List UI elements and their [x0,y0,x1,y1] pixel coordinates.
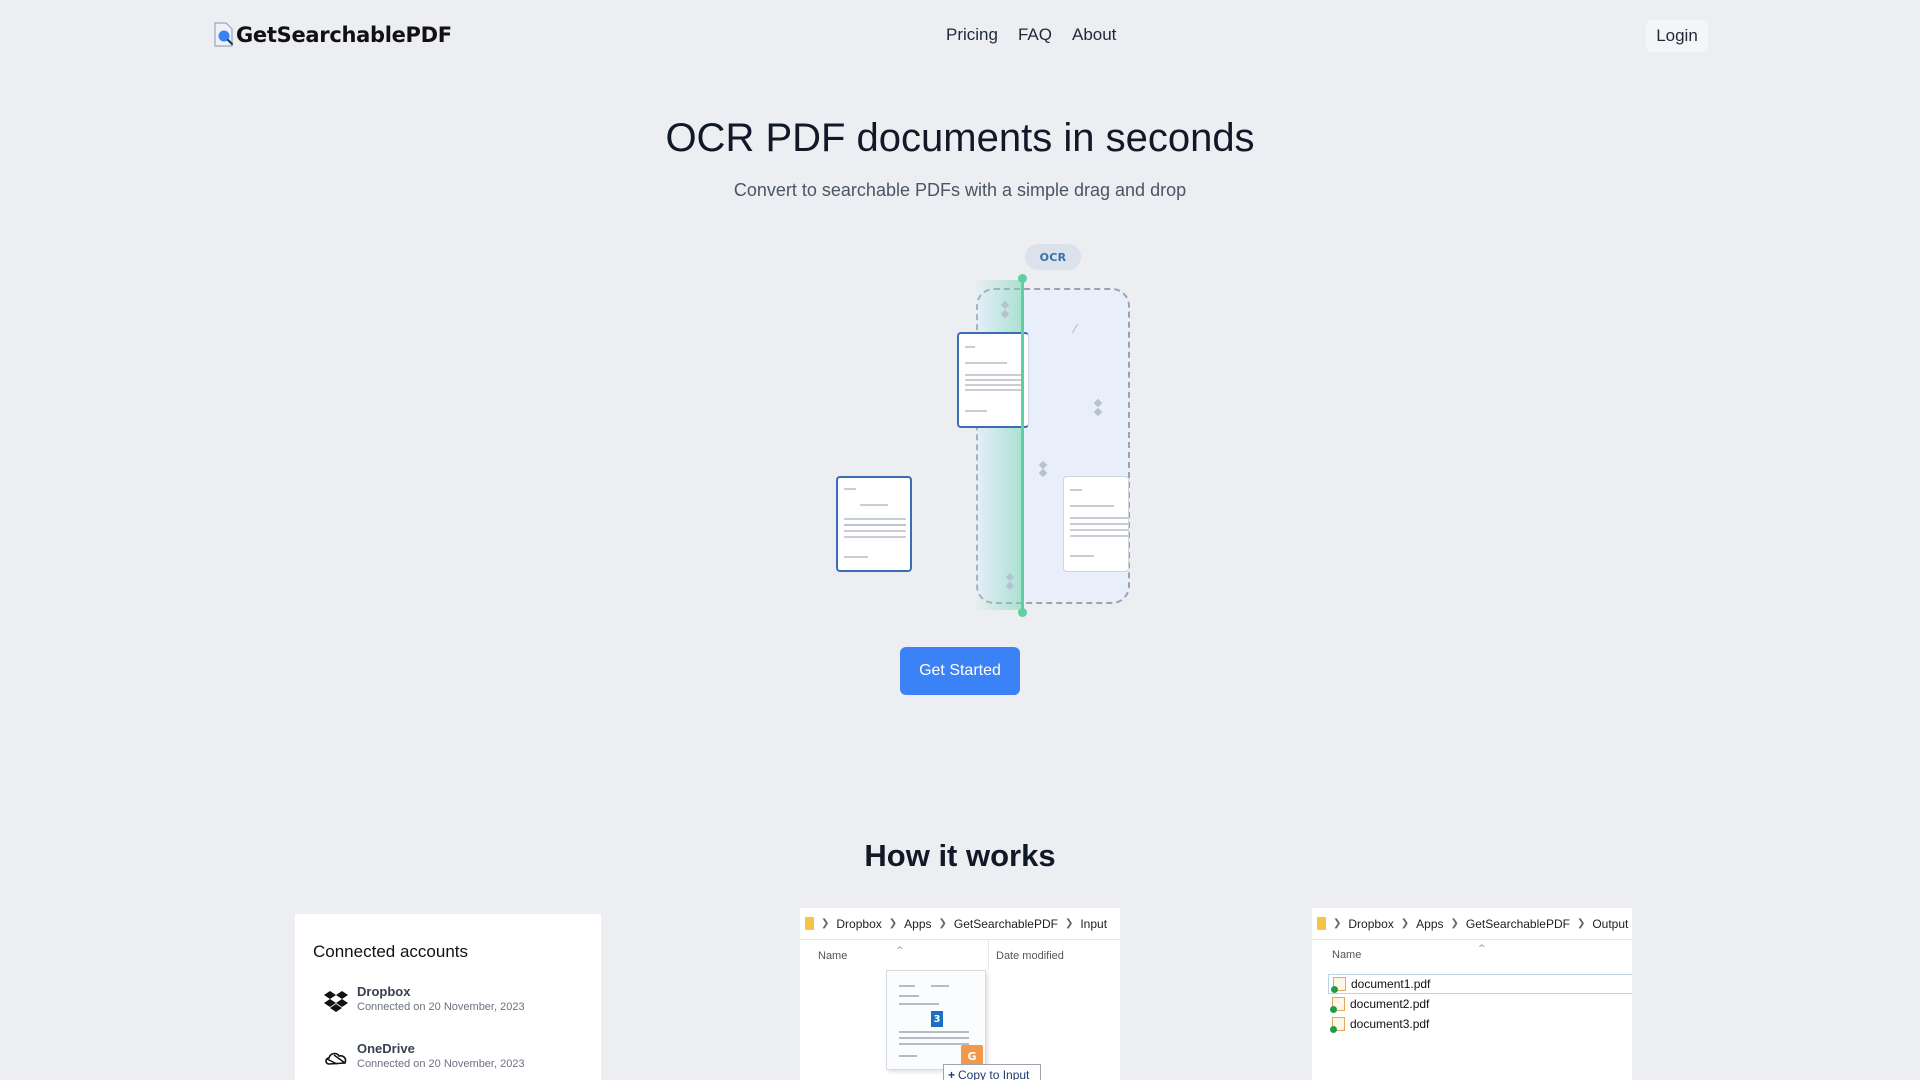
input-document-icon [836,476,912,572]
dropbox-icon [323,988,349,1014]
scan-line [1021,278,1024,614]
account-name: OneDrive [357,1041,415,1056]
drag-count-badge: 3 [931,1011,943,1027]
column-header-date[interactable]: Date modified [996,950,1064,962]
tooltip-text: Copy to Input [958,1068,1030,1080]
folder-icon [1317,917,1326,930]
file-name: document3.pdf [1350,1017,1430,1031]
input-folder-card: ❯ Dropbox ❯ Apps ❯ GetSearchablePDF ❯ In… [800,908,1120,1080]
ocr-badge: OCR [1025,244,1081,270]
chevron-right-icon: ❯ [1333,918,1342,929]
hero-title: OCR PDF documents in seconds [665,116,1255,160]
breadcrumb-item[interactable]: Input [1080,916,1108,931]
plus-icon: + [948,1068,956,1080]
pdf-file-icon: G [961,1045,983,1067]
scan-glow [976,280,1022,610]
dragged-pdf-thumbnail[interactable]: 3 G [886,970,986,1070]
chevron-right-icon: ❯ [821,918,830,929]
column-divider [988,940,989,970]
file-row[interactable]: document2.pdf [1328,994,1632,1014]
brand-logo[interactable]: GetSearchablePDF [212,22,452,48]
site-header: GetSearchablePDF Pricing FAQ About Login [0,0,1920,72]
copy-to-input-tooltip: + Copy to Input [943,1064,1041,1080]
chevron-right-icon: ❯ [938,918,947,929]
pdf-synced-icon [1330,997,1345,1013]
connected-accounts-card: Connected accounts Dropbox Connected on … [295,914,601,1080]
breadcrumb-item[interactable]: GetSearchablePDF [1465,916,1570,931]
how-it-works-title: How it works [864,838,1056,873]
main-nav: Pricing FAQ About [946,25,1116,45]
ocr-illustration: OCR ⁄ [740,240,1140,620]
breadcrumb: ❯ Dropbox ❯ Apps ❯ GetSearchablePDF ❯ Ou… [1312,908,1632,940]
file-row[interactable]: document1.pdf [1328,974,1632,994]
breadcrumb-item[interactable]: GetSearchablePDF [953,916,1058,931]
brand-name: GetSearchablePDF [236,23,452,47]
output-folder-card: ❯ Dropbox ❯ Apps ❯ GetSearchablePDF ❯ Ou… [1312,908,1632,1080]
file-name: document2.pdf [1350,997,1430,1011]
scan-handle-top [1018,274,1027,283]
get-started-button[interactable]: Get Started [900,647,1020,695]
percent-sparkle-icon: ⁄ [1074,322,1077,336]
folder-icon [805,917,814,930]
chevron-right-icon: ❯ [1400,918,1410,929]
file-name: document1.pdf [1351,977,1431,991]
breadcrumb-item[interactable]: Dropbox [836,916,882,931]
nav-about[interactable]: About [1071,25,1117,44]
file-row[interactable]: document3.pdf [1328,1014,1632,1034]
pdf-synced-icon [1330,1017,1345,1033]
chevron-right-icon: ❯ [1450,918,1459,929]
column-header-name[interactable]: Name [818,950,848,962]
breadcrumb-item[interactable]: Apps [904,916,932,931]
account-item-onedrive[interactable]: OneDrive Connected on 20 November, 2023 [323,1041,525,1071]
chevron-right-icon: ❯ [888,918,898,929]
scanning-document-icon [957,332,1029,428]
chevron-right-icon: ❯ [1576,918,1586,929]
login-button[interactable]: Login [1646,20,1708,52]
hero-subtitle: Convert to searchable PDFs with a simple… [733,180,1187,200]
column-header-name[interactable]: Name [1332,949,1362,961]
breadcrumb: ❯ Dropbox ❯ Apps ❯ GetSearchablePDF ❯ In… [800,908,1120,940]
scan-handle-bottom [1018,608,1027,617]
breadcrumb-item[interactable]: Output [1592,916,1629,931]
chevron-right-icon: ❯ [1064,918,1074,929]
onedrive-icon [323,1045,349,1071]
sort-caret-icon: ^ [1478,944,1486,954]
account-status: Connected on 20 November, 2023 [357,1058,525,1070]
account-item-dropbox[interactable]: Dropbox Connected on 20 November, 2023 [323,984,525,1014]
account-name: Dropbox [357,984,411,999]
breadcrumb-item[interactable]: Dropbox [1348,916,1394,931]
connected-accounts-title: Connected accounts [313,942,468,961]
nav-faq[interactable]: FAQ [1017,25,1052,44]
output-document-icon [1063,476,1129,572]
breadcrumb-item[interactable]: Apps [1416,916,1444,931]
nav-pricing[interactable]: Pricing [946,25,998,44]
account-status: Connected on 20 November, 2023 [357,1001,525,1013]
sort-caret-icon: ^ [896,946,904,956]
document-search-icon [212,22,234,48]
pdf-synced-icon [1331,977,1346,993]
